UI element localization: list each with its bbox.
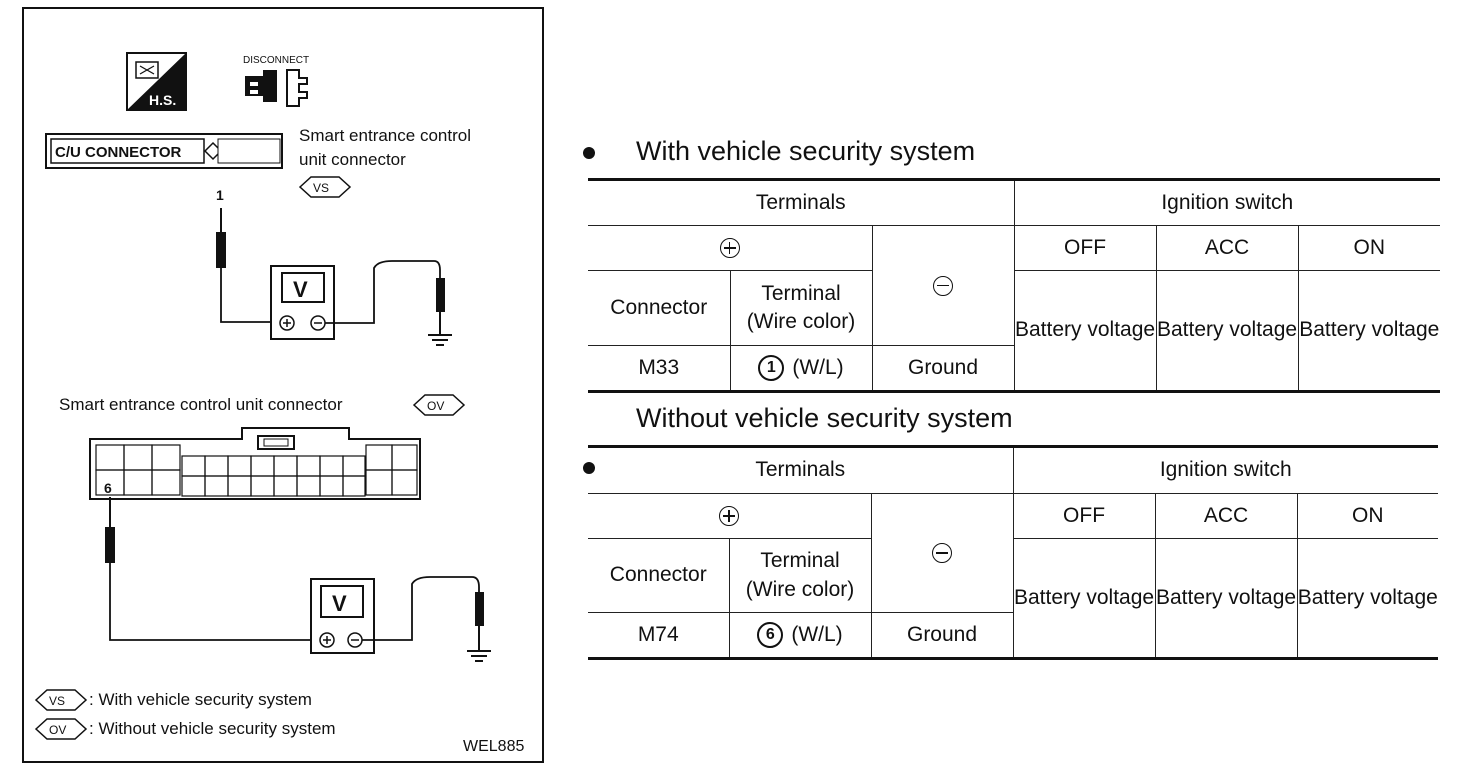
cu-connector-ribbon: C/U CONNECTOR xyxy=(45,133,283,169)
wire-color: (W/L) xyxy=(791,622,843,646)
positive-header xyxy=(588,225,873,271)
bullet-with xyxy=(583,147,595,159)
legend-vs: VS : With vehicle security system xyxy=(34,689,312,711)
ov-tag: OV xyxy=(412,394,466,416)
negative-icon xyxy=(933,275,954,296)
lower-connector-desc: Smart entrance control unit connector xyxy=(59,395,343,414)
lower-meter-v-label: V xyxy=(332,591,347,616)
terminal-header-line1: Terminal xyxy=(760,549,840,573)
value-acc: Battery voltage xyxy=(1154,538,1298,660)
vs-tag: VS xyxy=(298,176,352,198)
wiring-diagram: H.S. DISCONNECT C/U CONNECTOR Smart entr… xyxy=(22,7,544,763)
upper-meter-v-label: V xyxy=(293,277,308,302)
upper-voltmeter: V xyxy=(270,265,335,340)
terminal-number: 6 xyxy=(757,622,784,649)
lower-terminal-number: 6 xyxy=(104,480,112,496)
terminal-header: Terminal (Wire color) xyxy=(729,270,873,346)
hs-badge-text: H.S. xyxy=(149,92,176,108)
position-acc: ACC xyxy=(1155,225,1299,271)
legend-vs-text: : With vehicle security system xyxy=(89,690,312,709)
terminal-header: Terminal (Wire color) xyxy=(728,538,872,613)
positive-header xyxy=(588,493,872,539)
terminal-value: 1 (W/L) xyxy=(729,345,873,393)
lower-voltmeter: V xyxy=(310,578,375,654)
lower-ground-icon xyxy=(467,650,491,662)
position-off: OFF xyxy=(1013,225,1157,271)
lower-positive-probe xyxy=(105,497,318,641)
upper-ground-lead xyxy=(325,260,445,334)
harness-side-icon: H.S. xyxy=(126,52,187,111)
positive-icon xyxy=(719,506,740,527)
value-on: Battery voltage xyxy=(1297,270,1441,393)
terminal-header-line1: Terminal xyxy=(761,281,841,305)
ov-tag-text: OV xyxy=(427,399,444,413)
value-off: Battery voltage xyxy=(1012,538,1156,660)
disconnect-icon: DISCONNECT xyxy=(243,55,309,107)
value-off: Battery voltage xyxy=(1013,270,1157,393)
legend-ov: OV : Without vehicle security system xyxy=(34,718,336,740)
vs-tag-text: VS xyxy=(313,181,329,195)
terminal-value: 6 (W/L) xyxy=(728,612,872,660)
negative-icon xyxy=(932,543,953,564)
connector-header: Connector xyxy=(588,270,731,346)
value-on: Battery voltage xyxy=(1296,538,1439,660)
position-off: OFF xyxy=(1012,493,1156,539)
negative-header xyxy=(870,493,1014,613)
diagram-frame xyxy=(22,7,544,763)
ignition-header: Ignition switch xyxy=(1012,445,1439,494)
position-on: ON xyxy=(1297,225,1441,271)
terminal-header-line2: (Wire color) xyxy=(746,310,856,333)
connector-value: M33 xyxy=(588,345,731,393)
wire-color: (W/L) xyxy=(792,355,844,379)
table-with-security: Terminals Ignition switch OFF ACC ON Con… xyxy=(588,178,1441,393)
figure-code: WEL885 xyxy=(463,738,524,755)
section-title-with: With vehicle security system xyxy=(636,136,976,166)
upper-positive-probe xyxy=(216,208,276,323)
upper-connector-desc-line1: Smart entrance control xyxy=(299,126,471,145)
negative-value: Ground xyxy=(870,612,1014,660)
lower-ground-lead xyxy=(362,576,484,650)
positive-icon xyxy=(719,238,740,259)
section-title-without: Without vehicle security system xyxy=(636,403,1013,433)
upper-connector-desc-line2: unit connector xyxy=(299,150,406,169)
legend-vs-tag: VS xyxy=(49,694,65,708)
cu-connector-label: C/U CONNECTOR xyxy=(55,144,182,161)
ignition-header: Ignition switch xyxy=(1013,178,1441,226)
disconnect-label: DISCONNECT xyxy=(243,55,309,66)
connector-value: M74 xyxy=(588,612,730,660)
terminal-number: 1 xyxy=(758,355,785,382)
connector-face: 6 xyxy=(89,427,421,500)
upper-ground-icon xyxy=(428,334,452,346)
negative-header xyxy=(871,225,1015,346)
legend-ov-text: : Without vehicle security system xyxy=(89,719,336,738)
terminals-header: Terminals xyxy=(588,445,1014,494)
table-without-security: Terminals Ignition switch OFF ACC ON Con… xyxy=(588,445,1439,660)
upper-terminal-number: 1 xyxy=(216,187,224,203)
position-acc: ACC xyxy=(1154,493,1298,539)
connector-header: Connector xyxy=(588,538,730,613)
terminal-header-line2: (Wire color) xyxy=(745,577,855,601)
position-on: ON xyxy=(1296,493,1439,539)
value-acc: Battery voltage xyxy=(1155,270,1299,393)
terminals-header: Terminals xyxy=(588,178,1015,226)
negative-value: Ground xyxy=(871,345,1015,393)
legend-ov-tag: OV xyxy=(49,723,66,737)
